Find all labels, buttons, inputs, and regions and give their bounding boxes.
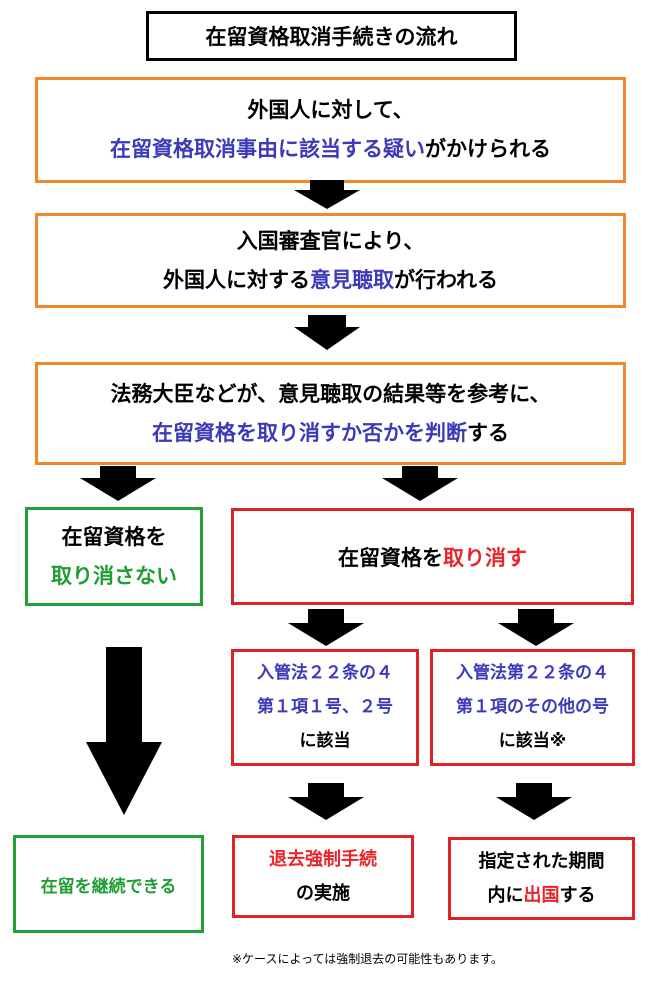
- not-cancel-box: 在留資格を 取り消さない: [25, 507, 203, 606]
- step-suspicion-box: 外国人に対して、 在留資格取消事由に該当する疑いがかけられる: [35, 77, 626, 183]
- deportation-line2: の実施: [296, 882, 350, 904]
- page-title: 在留資格取消手続きの流れ: [205, 25, 458, 49]
- depart-box: 指定された期間 内に出国する: [448, 837, 635, 920]
- not-cancel-line2: 取り消さない: [51, 563, 177, 588]
- step-judgment-line2: 在留資格を取り消すか否かを判断する: [152, 420, 509, 445]
- continue-stay-text: 在留を継続できる: [40, 876, 177, 897]
- branch-a-box: 入管法２２条の４ 第１項１号、２号 に該当: [231, 649, 419, 766]
- depart-highlight: 出国: [523, 884, 560, 906]
- footnote: ※ケースによっては強制退去の可能性もあります。: [232, 950, 642, 967]
- continue-stay-box: 在留を継続できる: [13, 835, 204, 933]
- down-arrow-1: [294, 180, 360, 209]
- branch-b-box: 入管法第２２条の４ 第１項のその他の号 に該当※: [430, 649, 635, 766]
- hearing-prefix: 外国人に対する: [163, 267, 311, 292]
- cancel-highlight: 取り消す: [443, 545, 527, 570]
- cancel-line: 在留資格を取り消す: [338, 542, 527, 572]
- step-judgment-box: 法務大臣などが、意見聴取の結果等を参考に、 在留資格を取り消すか否かを判断する: [35, 362, 626, 465]
- step-hearing-line2: 外国人に対する意見聴取が行われる: [163, 267, 498, 292]
- step-judgment-line1: 法務大臣などが、意見聴取の結果等を参考に、: [110, 381, 551, 406]
- depart-rest: する: [559, 884, 596, 906]
- branch-b-line2: 第１項のその他の号: [456, 697, 609, 717]
- cancel-prefix: 在留資格を: [338, 545, 443, 570]
- judgment-rest: する: [467, 420, 509, 445]
- branch-b-line3: に該当※: [498, 731, 567, 751]
- suspicion-rest: がかけられる: [425, 137, 551, 161]
- step-hearing-line1: 入国審査官により、: [236, 228, 425, 253]
- step-hearing-box: 入国審査官により、 外国人に対する意見聴取が行われる: [35, 213, 626, 308]
- deportation-line1: 退去強制手続: [269, 848, 377, 870]
- down-arrow-branch-b: [498, 609, 574, 646]
- deportation-box: 退去強制手続 の実施: [232, 835, 414, 918]
- title-box: 在留資格取消手続きの流れ: [146, 11, 517, 61]
- depart-line1: 指定された期間: [478, 850, 605, 872]
- branch-a-line2: 第１項１号、２号: [257, 697, 393, 717]
- depart-line2: 内に出国する: [487, 884, 596, 906]
- down-arrow-branch-a: [288, 609, 364, 646]
- judgment-highlight: 在留資格を取り消すか否かを判断: [152, 420, 467, 445]
- hearing-highlight: 意見聴取: [310, 267, 395, 292]
- branch-b-line1: 入管法第２２条の４: [456, 663, 609, 683]
- big-down-arrow: [86, 647, 162, 815]
- down-arrow-depart: [496, 783, 572, 820]
- branch-a-line3: に該当: [299, 731, 351, 751]
- down-arrow-deport: [288, 783, 364, 820]
- footnote-text: ※ケースによっては強制退去の可能性もあります。: [232, 952, 504, 966]
- not-cancel-line1: 在留資格を: [61, 524, 167, 549]
- down-arrow-2: [294, 315, 360, 350]
- step-suspicion-line2: 在留資格取消事由に該当する疑いがかけられる: [110, 139, 551, 160]
- down-arrow-left: [80, 466, 156, 501]
- hearing-rest: が行われる: [394, 267, 498, 292]
- branch-a-line1: 入管法２２条の４: [257, 663, 393, 683]
- depart-prefix: 内に: [487, 884, 524, 906]
- cancel-box: 在留資格を取り消す: [231, 508, 634, 605]
- down-arrow-right: [382, 466, 458, 501]
- suspicion-highlight: 在留資格取消事由に該当する疑い: [110, 137, 425, 161]
- step-suspicion-line1: 外国人に対して、: [247, 98, 414, 122]
